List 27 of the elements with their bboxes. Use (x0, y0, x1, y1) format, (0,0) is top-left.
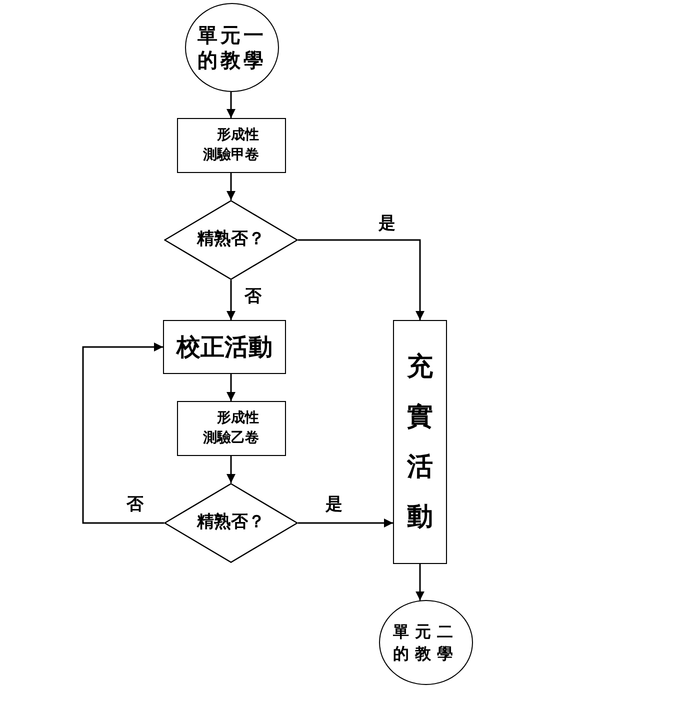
arrow (416, 564, 424, 600)
node-label: 校正活動 (176, 332, 272, 363)
arrow (226, 92, 236, 118)
arrow (226, 173, 236, 200)
node-label: 精熟否？ (197, 511, 265, 534)
arrow (82, 342, 164, 524)
decision-diamond (164, 483, 298, 563)
arrow (226, 280, 236, 320)
edge-label: 是 (324, 496, 344, 514)
process-box (163, 320, 286, 374)
node-label: 形成性測驗甲卷 (203, 126, 260, 164)
node-label: 單元二的教學 (392, 620, 460, 664)
node-label: 形成性測驗乙卷 (203, 408, 260, 448)
vertical-label: 充實活動 (407, 351, 433, 534)
process-box (177, 118, 286, 173)
edge-label: 否 (126, 496, 144, 514)
node-label: 精熟否？ (197, 228, 265, 252)
process-box (393, 320, 447, 564)
node-label: 單元一的教學 (196, 22, 268, 72)
arrow (226, 456, 236, 483)
arrow (226, 374, 236, 401)
process-box (177, 401, 286, 456)
arrow (298, 239, 424, 320)
arrow (298, 518, 393, 528)
edge-label: 是 (378, 216, 396, 232)
edge-label: 否 (244, 288, 262, 306)
decision-diamond (164, 200, 298, 280)
